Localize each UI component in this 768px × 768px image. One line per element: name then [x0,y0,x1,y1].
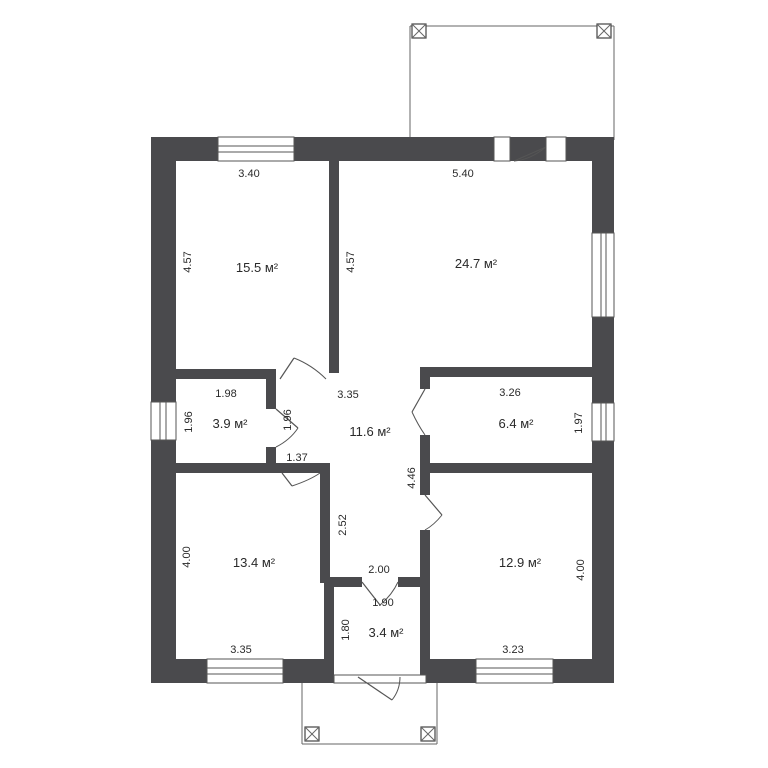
bath-door-width: 1.96 [282,409,294,430]
bottom-left-width: 3.35 [230,644,251,656]
vestibule-area: 3.4 м² [369,625,405,640]
top-left-area: 15.5 м² [236,260,279,275]
door-vestibule [361,581,399,606]
right-small-height: 1.97 [573,412,585,433]
porch-post-right [420,726,436,742]
room-labels: 3.40 4.57 15.5 м² 5.40 4.57 24.7 м² 1.98… [181,168,587,656]
bottom-left-height: 4.00 [181,546,193,567]
right-small-width: 3.26 [499,387,520,399]
door-bottom-right-room [424,494,443,531]
window-bottom-right [475,658,554,684]
door-terrace [513,146,547,162]
door-top-left-room [279,357,327,380]
bottom-right-area: 12.9 м² [499,555,542,570]
window-bottom-left [206,658,284,684]
vestibule-height: 1.80 [340,619,352,640]
right-small-area: 6.4 м² [499,416,535,431]
bath-height: 1.96 [183,411,195,432]
hall-area: 11.6 м² [349,424,391,439]
living-width: 5.40 [452,168,473,180]
vestibule-top: 2.00 [368,564,389,576]
door-entry [357,676,401,701]
interior-walls [176,161,592,683]
bottom-right-height: 4.00 [575,559,587,580]
windows [150,136,615,684]
hall-width: 3.35 [337,389,358,401]
hall-right: 4.46 [406,467,418,488]
window-top-right [493,136,567,162]
vestibule-width: 1.90 [372,597,393,609]
window-right-small [591,402,615,442]
living-area: 24.7 м² [455,256,498,271]
window-right-living [591,232,615,318]
top-left-height: 4.57 [182,251,194,272]
bottom-left-area: 13.4 м² [233,555,276,570]
terrace-post-left [411,23,427,39]
porch-post-left [304,726,320,742]
door-bottom-left-room [281,472,321,487]
bath-width: 1.98 [215,388,236,400]
door-bath [275,408,299,448]
lower-porch [301,680,438,745]
bottom-right-width: 3.23 [502,644,523,656]
hall-side: 1.37 [286,452,307,464]
upper-terrace [409,23,615,140]
top-left-width: 3.40 [238,168,259,180]
living-height: 4.57 [345,251,357,272]
bath-area: 3.9 м² [213,416,249,431]
door-right-small-room [411,388,426,436]
terrace-post-right [596,23,612,39]
entry-door-frame [333,674,427,684]
window-top-left [217,136,295,162]
window-left-bath [150,401,177,441]
doors [275,146,547,701]
hall-lower: 2.52 [337,514,349,535]
